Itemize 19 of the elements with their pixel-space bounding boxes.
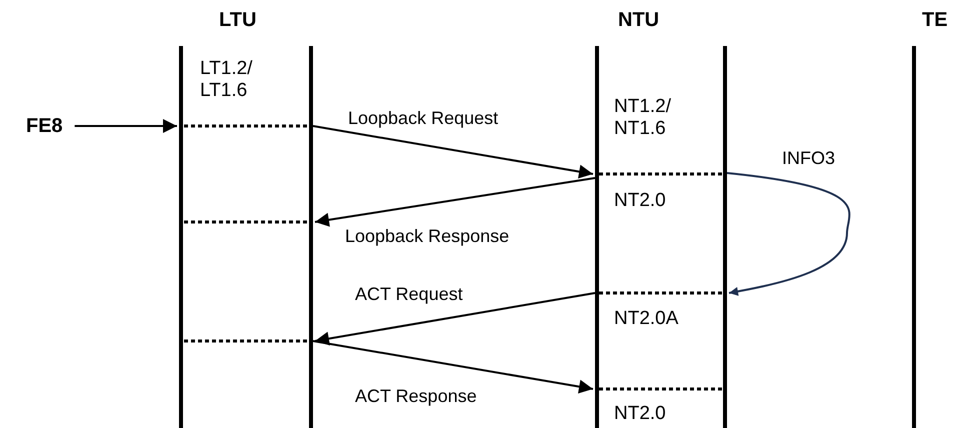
arrow [314,292,596,346]
edge-label: Loopback Response [343,226,512,247]
state-label: NT2.0 [614,190,667,212]
arrow [312,340,594,394]
arrow [74,119,177,133]
edge-label: ACT Response [353,386,479,407]
signal-label: FE8 [26,114,63,138]
arrow [726,172,850,296]
state-label: NT2.0 [614,403,667,425]
state-label: NT1.2/ NT1.6 [614,96,672,140]
arrow [312,125,594,179]
state-label: NT2.0A [614,308,680,330]
arrow [314,177,596,227]
edge-label: ACT Request [353,284,465,305]
lifeline-heading: LTU [219,8,256,32]
state-label: LT1.2/ LT1.6 [200,58,254,102]
edge-label: Loopback Request [346,108,500,129]
lifeline-heading: NTU [618,8,660,32]
lifeline-heading: TE [922,8,948,32]
